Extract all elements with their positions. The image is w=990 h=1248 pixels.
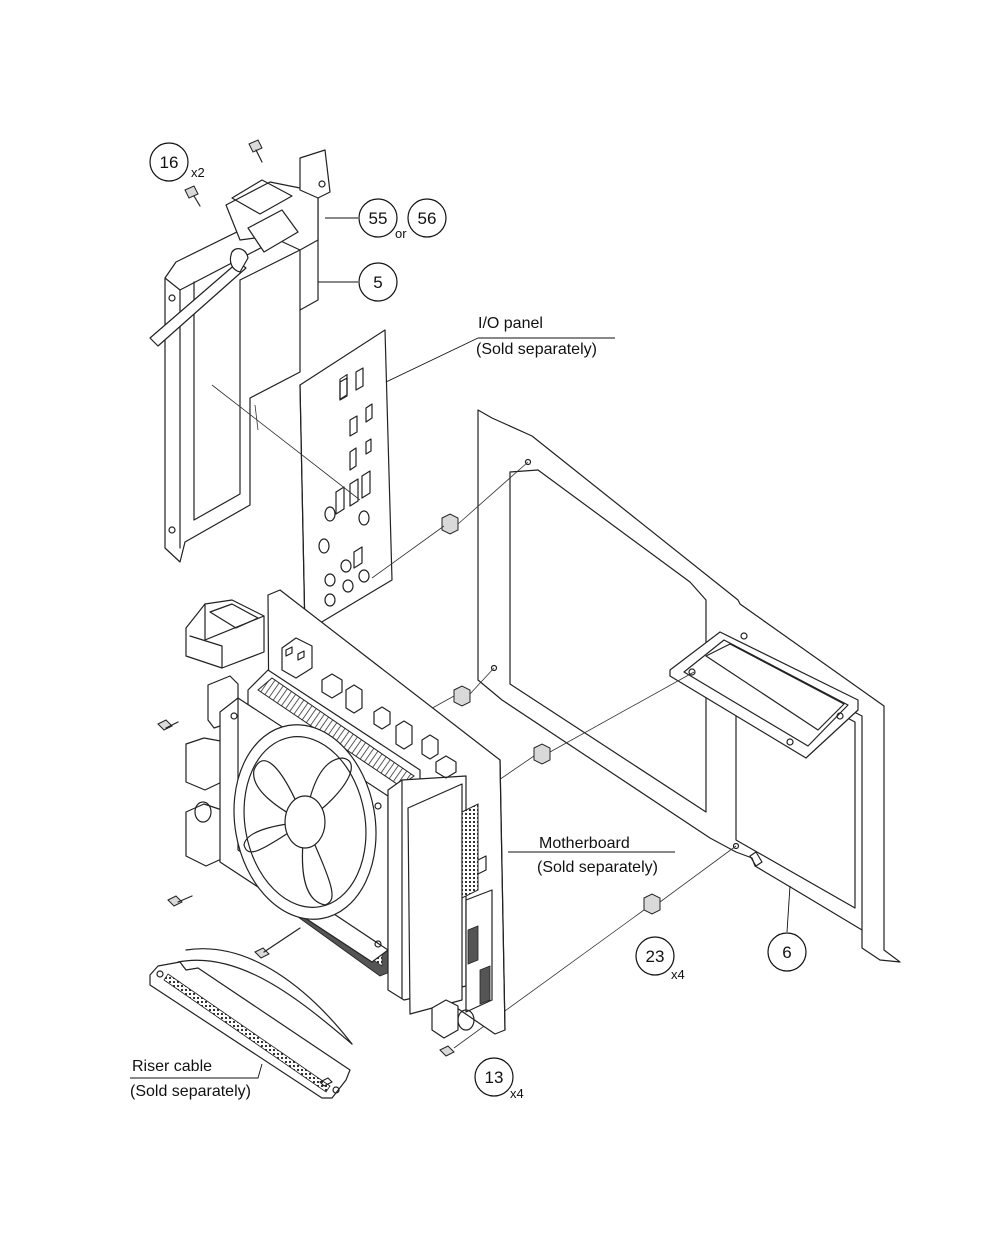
centerline-1 [457,461,529,525]
standoff-23-upper [441,513,459,535]
centerline-7 [659,845,737,903]
label-riser-cable: Riser cable [132,1058,212,1075]
screw-16-left [184,185,201,207]
screw-riser [254,927,301,959]
callout-16: 16 x2 [149,142,205,182]
svg-text:x4: x4 [510,1086,524,1101]
label-motherboard: Motherboard [539,835,630,852]
label-io-panel: I/O panel [478,315,543,332]
callout-6: 6 [767,932,807,972]
motherboard-assembly [185,589,506,1039]
svg-text:23: 23 [646,947,665,966]
callout-55: 55 [358,198,398,238]
callout-56: 56 [407,198,447,238]
label-riser-cable-note: (Sold separately) [130,1083,251,1100]
io-panel-centerline [211,384,361,501]
leader-riser [130,1063,263,1079]
label-motherboard-note: (Sold separately) [537,859,658,876]
svg-text:6: 6 [782,943,791,962]
callout-13: 13 x4 [474,1057,524,1101]
callout-5: 5 [358,262,398,302]
callout-or: or [395,226,407,241]
centerline-5 [549,671,695,753]
centerline-3 [469,667,495,695]
svg-text:5: 5 [373,273,382,292]
centerline-2 [371,525,445,579]
screw-16-top [248,139,263,163]
standoff-23-middle [453,685,471,707]
screw-left-lower [167,895,193,907]
screw-left-upper [157,719,179,731]
callout-23: 23 x4 [635,936,685,982]
chassis-plate-part-6 [477,409,901,963]
leader-io-panel [385,337,479,383]
svg-text:16: 16 [160,153,179,172]
power-cable-part-55-56 [149,149,331,347]
screw-13 [439,1045,455,1057]
svg-text:55: 55 [369,209,388,228]
svg-text:x4: x4 [671,967,685,982]
io-panel-plate [299,329,393,633]
riser-cable [149,948,353,1099]
standoff-23-right [533,743,551,765]
label-io-panel-note: (Sold separately) [476,341,597,358]
svg-text:x2: x2 [191,165,205,180]
svg-text:13: 13 [485,1068,504,1087]
leader-6 [786,885,791,933]
centerline-6 [495,755,535,783]
svg-text:56: 56 [418,209,437,228]
standoff-23-lower [643,893,661,915]
